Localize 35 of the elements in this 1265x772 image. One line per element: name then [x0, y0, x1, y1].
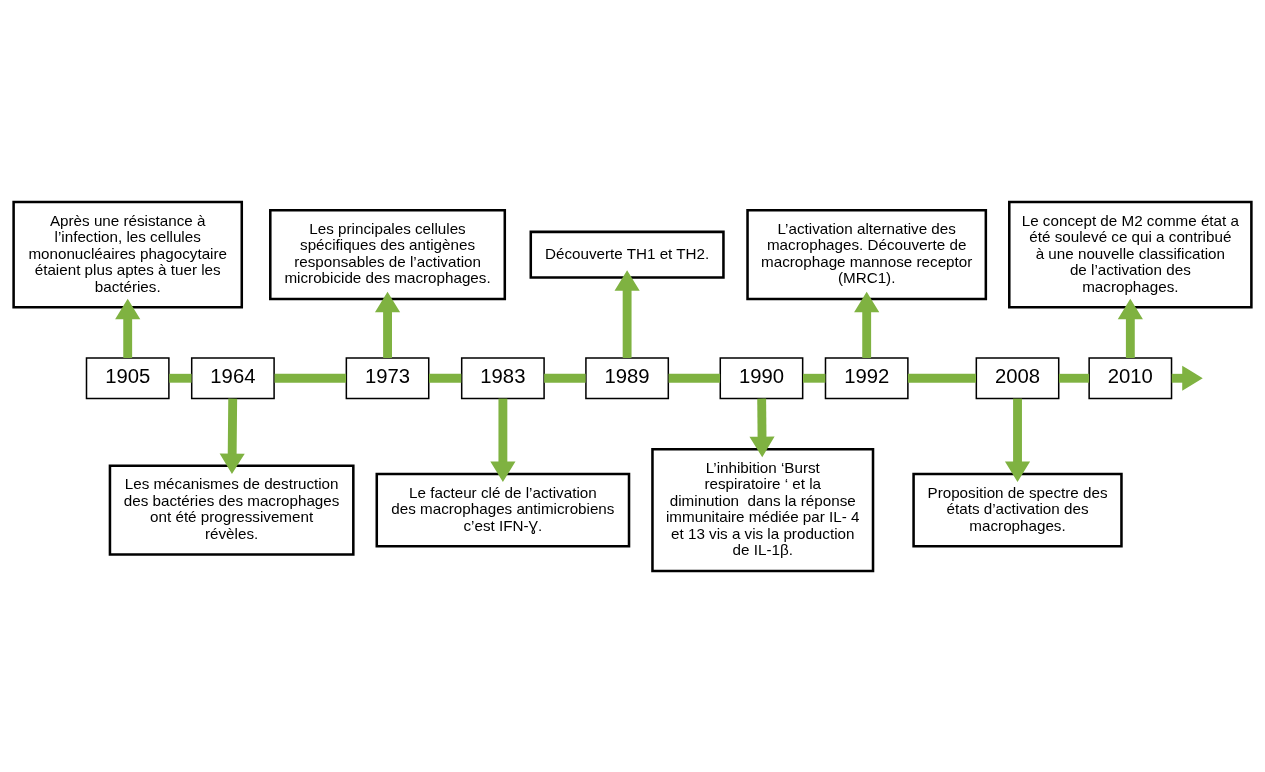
- node-box: Le facteur clé de l’activation des macrophages antimicrobiens c’est IFN-Ɣ.: [375, 472, 631, 547]
- arrow: [1004, 398, 1031, 482]
- node-box: 1973: [345, 356, 430, 399]
- node-box: Proposition de spectre des états d’activation des macrophages.: [912, 472, 1123, 547]
- arrow: [854, 291, 880, 358]
- node-box: Découverte TH1 et TH2.: [529, 230, 725, 279]
- connector: [429, 373, 462, 383]
- node-box: L’activation alternative des macrophages. Découverte de macrophage mannose receptor (MRC1).: [746, 208, 988, 300]
- arrow: [219, 398, 245, 474]
- connector: [907, 373, 976, 383]
- node-box: Les mécanismes de destruction des bactéries des macrophages ont été progressivement révèles.: [108, 463, 355, 556]
- arrow: [749, 398, 775, 457]
- connector: [1058, 373, 1090, 383]
- node-box: 1992: [824, 356, 909, 399]
- node-box: 1905: [85, 356, 170, 399]
- node-box: 1990: [719, 356, 804, 399]
- connector: [803, 373, 826, 383]
- node-box: 1989: [585, 356, 670, 399]
- connector: [668, 373, 721, 383]
- node-box: Après une résistance à l’infection, les cellules mononucléaires phagocytaire étaient plus aptes à tuer les bactéries.: [12, 200, 244, 309]
- node-box: L’inhibition ‘Burst respiratoire ‘ et la diminution dans la réponse immunitaire médiée par IL- 4 et 13 vis a vis la production de IL-1β.: [651, 447, 875, 572]
- node-box: 2010: [1088, 356, 1173, 399]
- arrow: [1117, 298, 1143, 358]
- node-box: Le concept de M2 comme état a été soulevé ce qui a contribué à une nouvelle classification de l’activation des macrophages.: [1008, 200, 1253, 309]
- node-box: 1964: [190, 356, 275, 399]
- node-box: Les principales cellules spécifiques des antigènes responsables de l’activation microbicide des macrophages.: [269, 208, 507, 300]
- arrow: [374, 291, 401, 358]
- arrow: [115, 298, 141, 358]
- connector: [274, 373, 347, 383]
- node-box: 1983: [460, 356, 545, 399]
- connector: [169, 373, 192, 383]
- arrow: [614, 269, 640, 358]
- node-box: 2008: [975, 356, 1060, 399]
- connector: [544, 373, 586, 383]
- arrow: [490, 398, 516, 482]
